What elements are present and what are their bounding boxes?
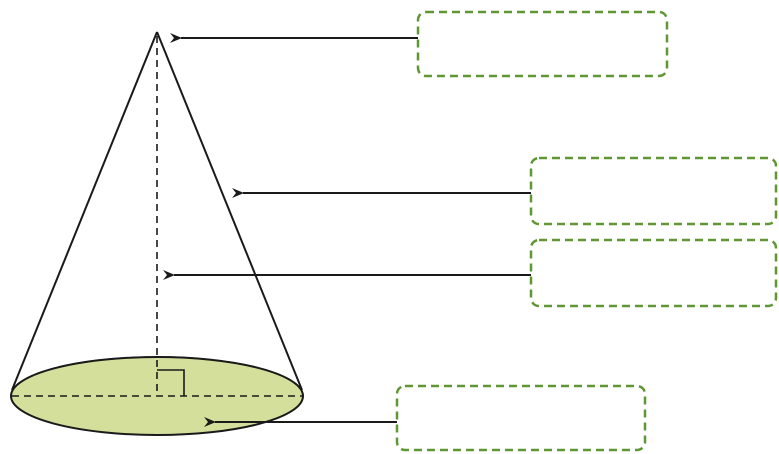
cone-left-side [11, 31, 158, 391]
right-angle-mark [157, 369, 185, 396]
apex-label-box[interactable] [416, 10, 669, 78]
slant-height-label-box[interactable] [529, 156, 778, 226]
base-label-box[interactable] [395, 384, 647, 452]
height-label-box[interactable] [529, 238, 778, 308]
cone-right-side [156, 31, 303, 391]
cone-base-back-rim [10, 356, 304, 397]
